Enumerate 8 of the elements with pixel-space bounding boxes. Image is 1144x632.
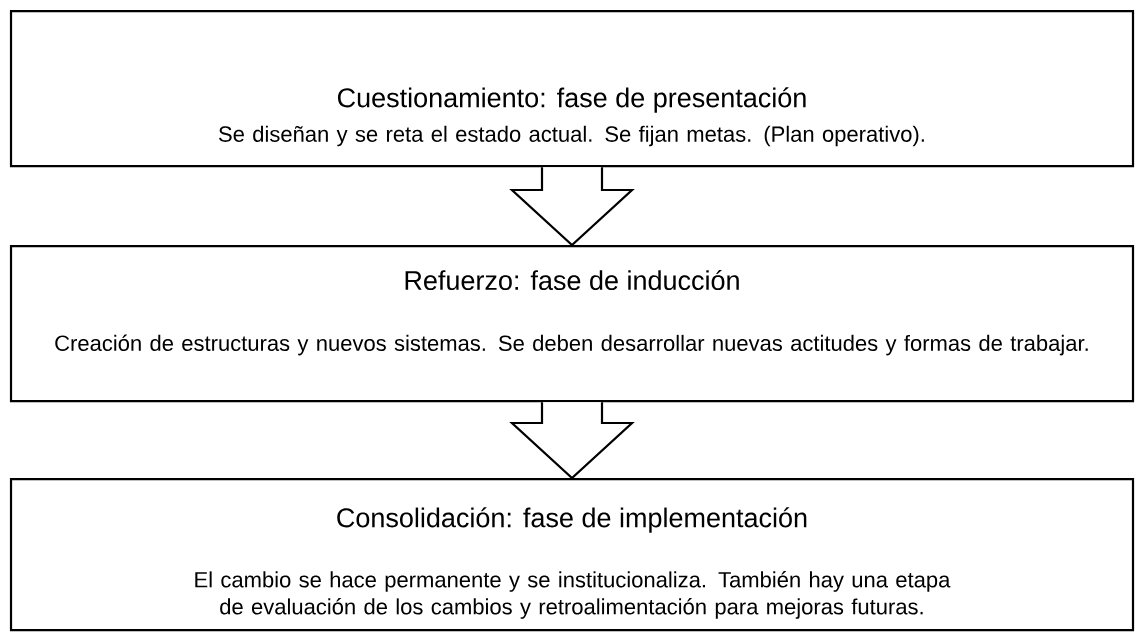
box-description: Creación de estructuras y nuevos sistemas. Se deben desarrollar nuevas actitudes y formas de trabajar. bbox=[55, 334, 1088, 356]
box-heading: Refuerzo: fase de inducción bbox=[405, 269, 739, 291]
box-description: Se diseñan y se reta el estado actual. Se fijan metas. (Plan operativo). bbox=[219, 125, 924, 147]
block-arrow bbox=[509, 166, 635, 247]
box-description: El cambio se hace permanente y se institucionaliza. También hay una etapa de evaluación de los cambios y retroalimentación para mejoras futuras. bbox=[195, 571, 951, 619]
box-heading: Cuestionamiento: fase de presentación bbox=[338, 87, 806, 113]
box-heading: Consolidación: fase de implementación bbox=[337, 507, 807, 533]
block-arrow bbox=[509, 401, 635, 480]
